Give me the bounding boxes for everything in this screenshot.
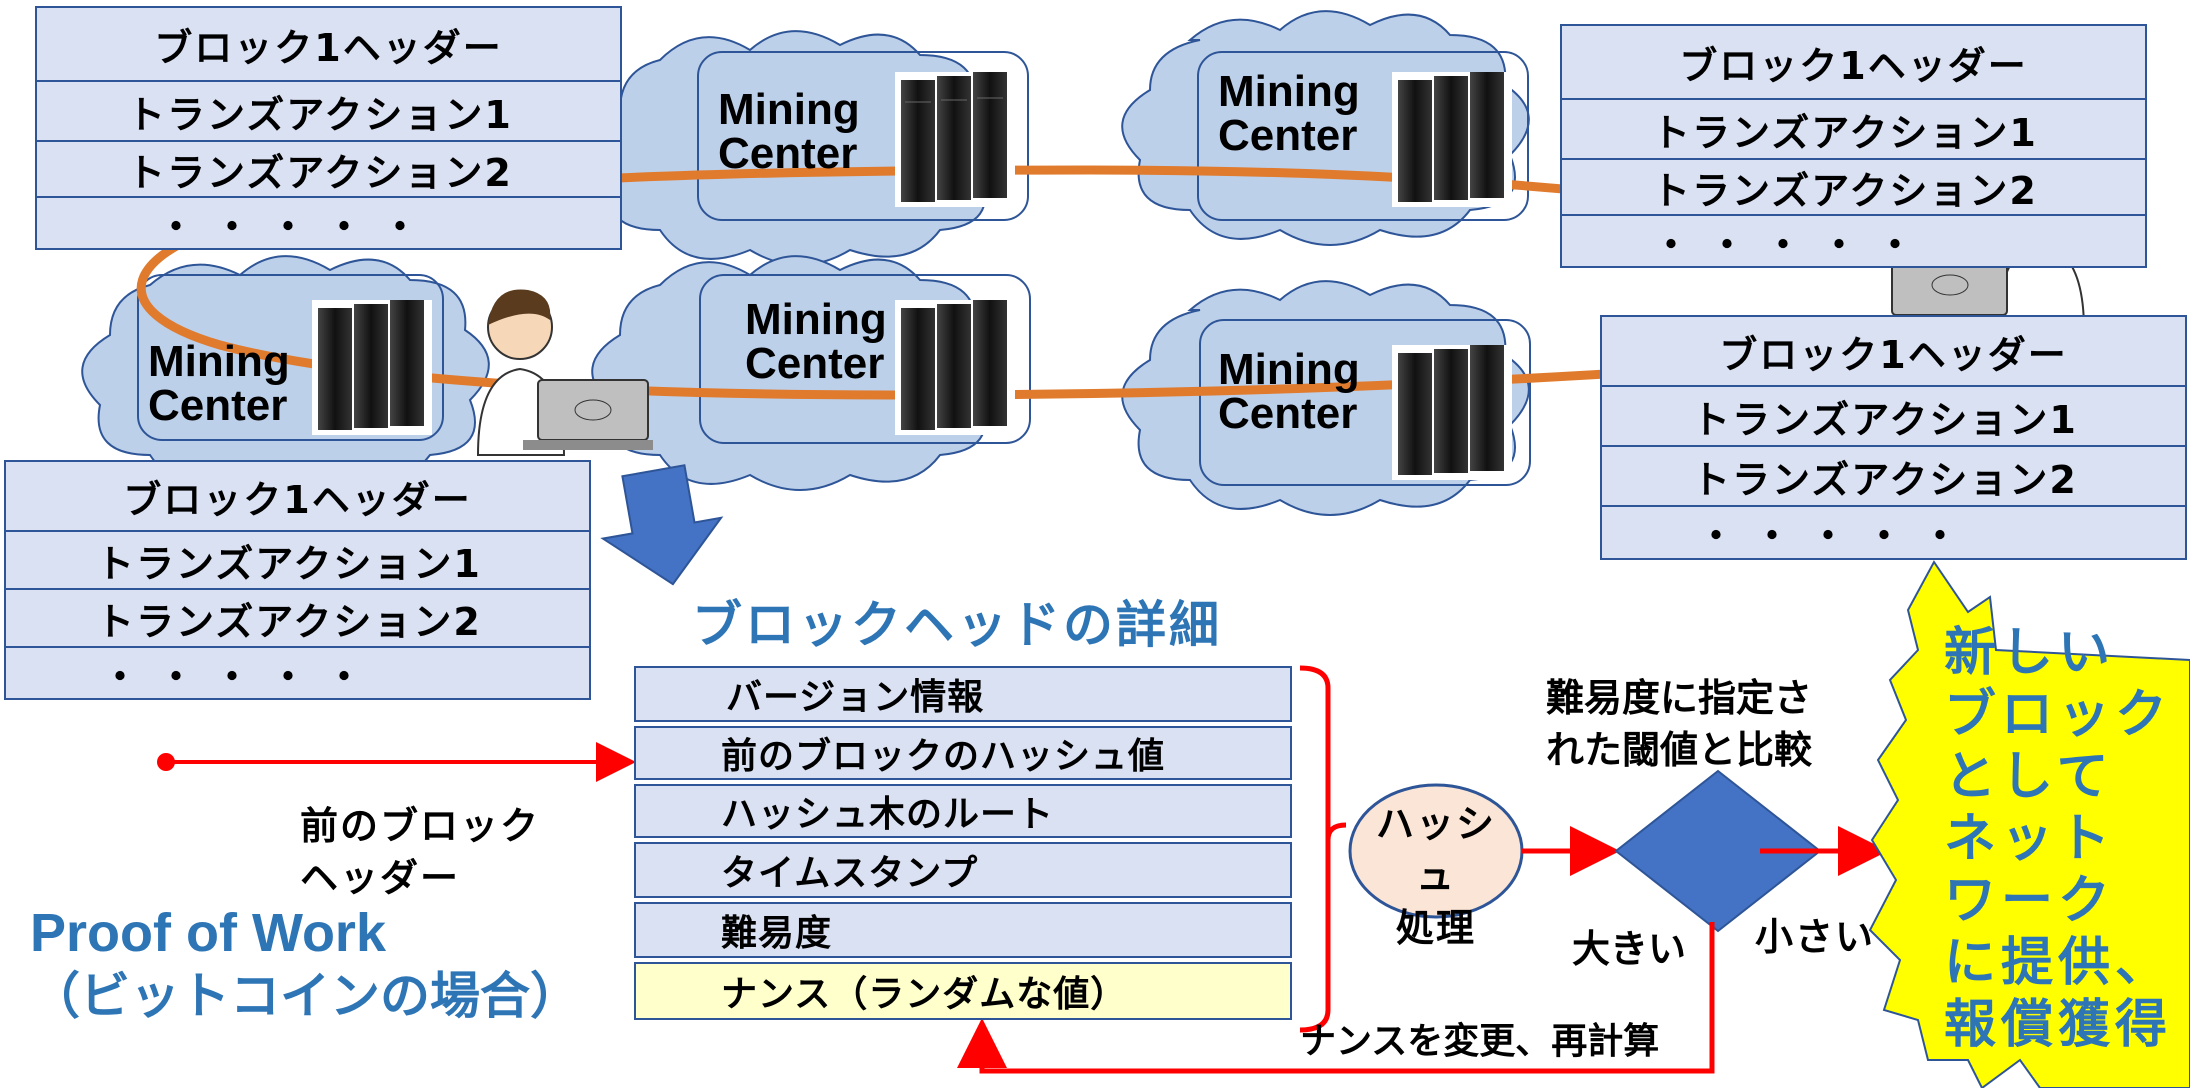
smaller-label: 小さい [1755,915,1876,959]
block-tx: トランズアクション2 [1602,447,2185,507]
block-header-detail-table: バージョン情報 前のブロックのハッシュ値 ハッシュ木のルート タイムスタンプ 難… [634,666,1292,1022]
block-header: ブロック1ヘッダー [1562,26,2145,100]
compare-label: 難易度に指定された閾値と比較 [1546,676,1813,772]
block-table-top-right: ブロック1ヘッダー トランズアクション1 トランズアクション2 ・・・・・ [1560,24,2147,268]
block-tx: トランズアクション1 [37,82,620,142]
larger-label: 大きい [1572,927,1687,971]
block-tx: トランズアクション1 [6,532,589,590]
down-arrow [600,464,724,586]
detail-row-nonce: ナンス（ランダムな値） [634,962,1292,1020]
detail-row-timestamp: タイムスタンプ [634,842,1292,898]
block-table-top-left: ブロック1ヘッダー トランズアクション1 トランズアクション2 ・・・・・ [35,6,622,250]
block-tx: トランズアクション1 [1562,100,2145,160]
block-ellipsis: ・・・・・ [101,654,382,699]
detail-row-version: バージョン情報 [634,666,1292,722]
block-header: ブロック1ヘッダー [37,8,620,82]
block-tx: トランズアクション2 [6,590,589,648]
proof-of-work-title: Proof of Work（ビットコインの場合） [30,903,580,1025]
detail-row-merkle-root: ハッシュ木のルート [634,784,1292,838]
hash-process-label: ハッシュ処理 [1376,802,1497,950]
block-table-bottom-left: ブロック1ヘッダー トランズアクション1 トランズアクション2 ・・・・・ [4,460,591,700]
block-tx: トランズアクション2 [1562,160,2145,216]
block-tx: トランズアクション2 [37,142,620,198]
result-label: 新しい ブロック として ネット ワーク に提供、 報償獲得 [1944,623,2173,1055]
result-burst [1868,560,2190,1088]
detail-title: ブロックヘッドの詳細 [692,596,1222,654]
block-tx: トランズアクション1 [1602,387,2185,447]
prev-header-label: 前のブロックヘッダー [300,804,541,900]
compare-diamond [1614,769,1822,933]
block-header: ブロック1ヘッダー [6,462,589,532]
block-ellipsis: ・・・・・ [157,204,438,249]
detail-row-difficulty: 難易度 [634,902,1292,958]
retry-label: ナンスを変更、再計算 [1300,1021,1660,1062]
block-table-bottom-right: ブロック1ヘッダー トランズアクション1 トランズアクション2 ・・・・・ [1600,315,2187,560]
block-header: ブロック1ヘッダー [1602,317,2185,387]
block-ellipsis: ・・・・・ [1697,514,1978,558]
detail-row-prev-hash: 前のブロックのハッシュ値 [634,726,1292,780]
block-ellipsis: ・・・・・ [1652,222,1933,267]
